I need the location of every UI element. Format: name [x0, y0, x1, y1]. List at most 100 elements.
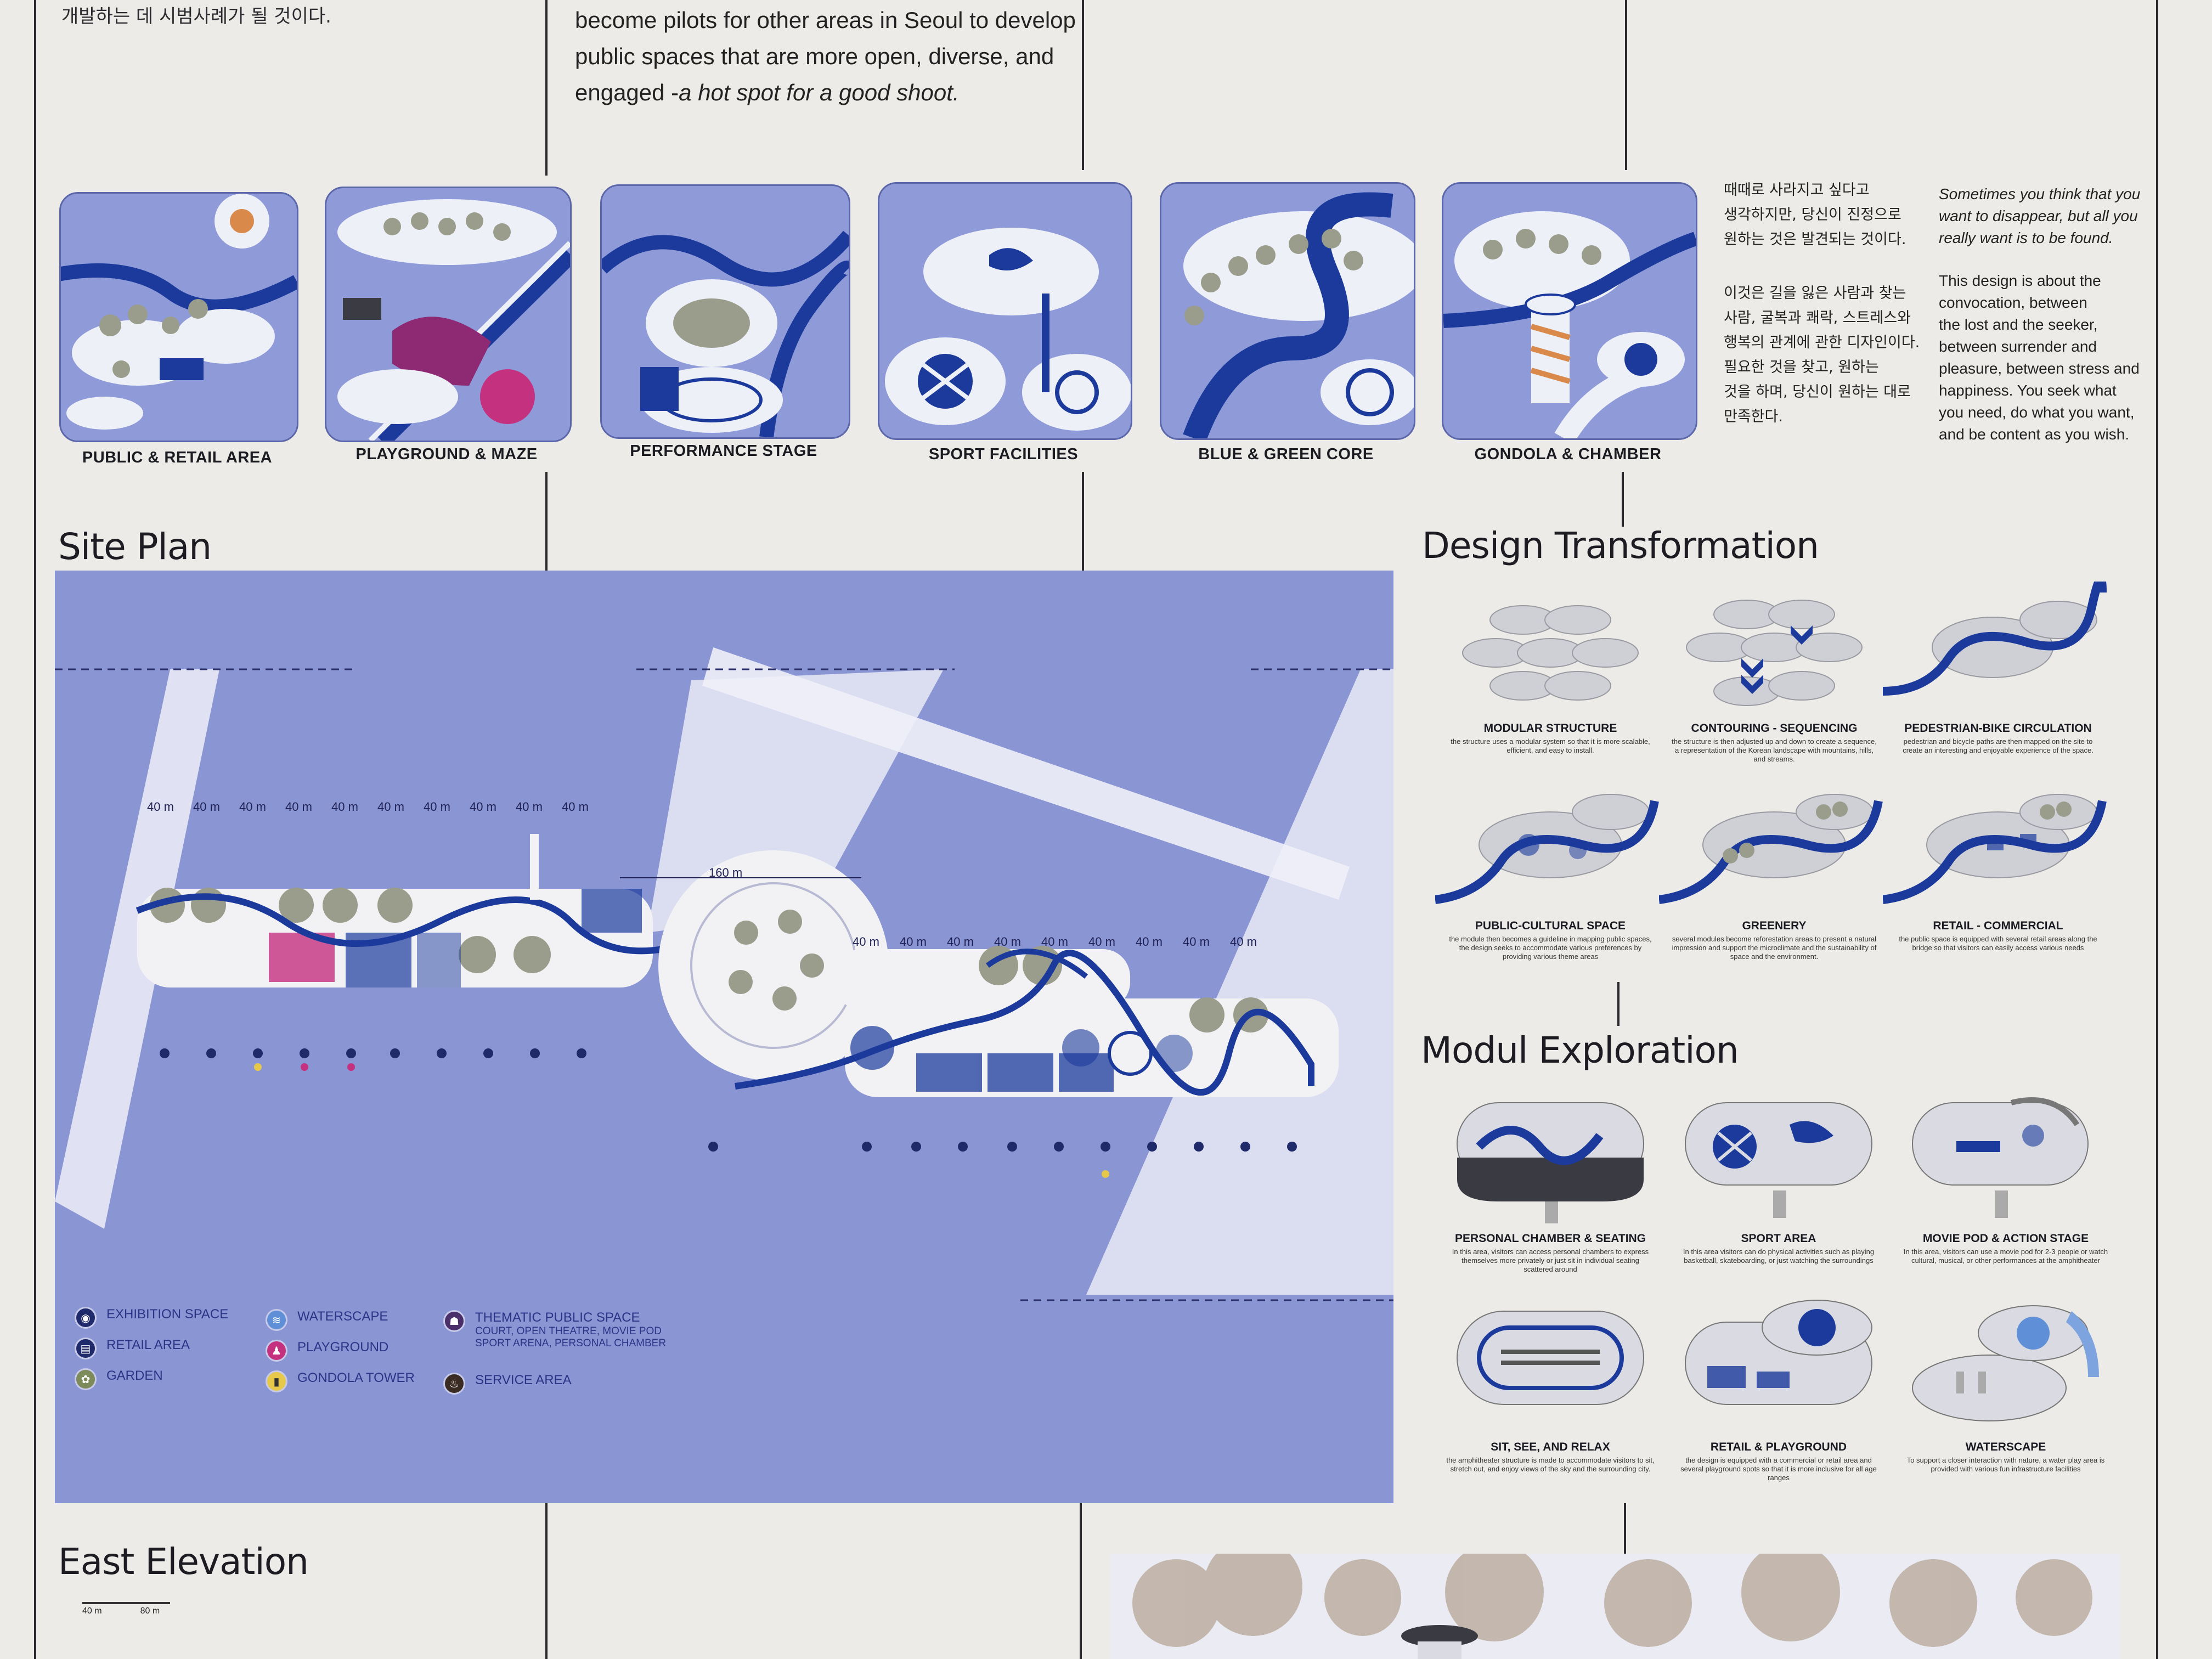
waterscape-module — [1912, 1305, 2099, 1421]
divider-v2-bottom — [1080, 1503, 1082, 1659]
korean-intro-line: 개발하는 데 시범사례가 될 것이다. — [61, 5, 331, 27]
divider-v2-mid — [1082, 472, 1084, 571]
contouring-diagram — [1686, 600, 1863, 706]
dim-bottom-9: 40 m — [1230, 935, 1257, 949]
dt-contouring: CONTOURING - SEQUENCING the structure is… — [1659, 582, 1889, 764]
dt-pedestrian-bike: PEDESTRIAN-BIKE CIRCULATION pedestrian a… — [1883, 582, 2113, 755]
personal-chamber-module — [1457, 1102, 1644, 1223]
divider-v1-bottom — [545, 1503, 548, 1659]
divider-v2-top — [1082, 0, 1084, 170]
dim-top-6: 40 m — [377, 800, 404, 814]
dt-desc-modular: the structure uses a modular system so t… — [1451, 737, 1650, 754]
east-elevation-title: East Elevation — [58, 1541, 309, 1583]
english-intro: become pilots for other areas in Seoul t… — [575, 2, 1076, 111]
me-waterscape: WATERSCAPE To support a closer interacti… — [1891, 1289, 2121, 1474]
thumbnail-performance-stage — [600, 184, 850, 439]
dt-title-pedestrian: PEDESTRIAN-BIKE CIRCULATION — [1904, 722, 2092, 735]
english-intro-line2: public spaces that are more open, divers… — [575, 43, 1054, 69]
poster-left-border — [34, 0, 36, 1659]
gondola-icon: ▮ — [266, 1370, 287, 1392]
pedestrian-bike-diagram — [1883, 582, 2107, 696]
scale-line — [82, 1602, 170, 1604]
me-movie-pod: MOVIE POD & ACTION STAGE In this area, v… — [1891, 1081, 2121, 1265]
sport-facilities-illustration — [879, 184, 1131, 438]
me-desc-personal: In this area, visitors can access person… — [1452, 1248, 1649, 1273]
exhibition-icon: ◉ — [75, 1307, 97, 1329]
water-icon: ≋ — [266, 1309, 287, 1331]
legend-retail: ▤ RETAIL AREA — [75, 1338, 190, 1359]
thumbnail-caption-sport-facilities: SPORT FACILITIES — [928, 445, 1079, 463]
english-paragraph-1: Sometimes you think that you want to dis… — [1939, 185, 2141, 246]
dt-desc-contouring: the structure is then adjusted up and do… — [1672, 737, 1877, 763]
dim-center: 160 m — [709, 866, 743, 879]
me-desc-movie: In this area, visitors can use a movie p… — [1903, 1248, 2108, 1265]
me-title-waterscape: WATERSCAPE — [1965, 1441, 2046, 1453]
me-title-retail-playground: RETAIL & PLAYGROUND — [1710, 1441, 1847, 1453]
retail-commercial-diagram — [1883, 794, 2107, 904]
divider-v3-mid2 — [1617, 982, 1620, 1026]
dt-title-modular: MODULAR STRUCTURE — [1483, 722, 1617, 735]
dt-modular-structure: MODULAR STRUCTURE the structure uses a m… — [1435, 582, 1666, 755]
thumbnail-caption-public-retail: PUBLIC & RETAIL AREA — [82, 449, 273, 466]
dt-desc-retail: the public space is equipped with severa… — [1899, 935, 2097, 952]
thumbnail-gondola-chamber — [1442, 182, 1697, 440]
divider-v3-top — [1625, 0, 1627, 170]
legend-waterscape: ≋ WATERSCAPE — [266, 1309, 388, 1331]
dt-title-contouring: CONTOURING - SEQUENCING — [1691, 722, 1858, 735]
korean-paragraph-2: 이것은 길을 잃은 사람과 찾는 사람, 굴복과 쾌락, 스트레스와 행복의 관… — [1724, 285, 1920, 425]
thumbnail-caption-gondola-chamber: GONDOLA & CHAMBER — [1474, 445, 1662, 463]
legend-playground: ♟ PLAYGROUND — [266, 1340, 388, 1362]
dim-top-5: 40 m — [331, 800, 358, 814]
thematic-icon: ☗ — [443, 1310, 465, 1332]
dt-public-cultural: PUBLIC-CULTURAL SPACE the module then be… — [1435, 779, 1666, 961]
dim-top-8: 40 m — [470, 800, 496, 814]
gondola-chamber-illustration — [1443, 184, 1696, 438]
performance-stage-illustration — [602, 186, 849, 437]
dim-top-7: 40 m — [424, 800, 450, 814]
dim-bottom-1: 40 m — [853, 935, 879, 949]
me-retail-playground: RETAIL & PLAYGROUND the design is equipp… — [1663, 1289, 1894, 1482]
site-plan-drawing: 40 m 40 m 40 m 40 m 40 m 40 m 40 m 40 m … — [55, 571, 1393, 1503]
sit-see-relax-module — [1457, 1311, 1644, 1405]
me-title-movie: MOVIE POD & ACTION STAGE — [1922, 1232, 2089, 1245]
legend-service: ♨ SERVICE AREA — [443, 1373, 572, 1395]
design-transformation-title: Design Transformation — [1422, 524, 1819, 567]
thumbnail-blue-green-core — [1160, 182, 1415, 440]
thumbnail-caption-performance-stage: PERFORMANCE STAGE — [630, 442, 817, 460]
korean-paragraph-1: 때때로 사라지고 싶다고 생각하지만, 당신이 진정으로 원하는 것은 발견되는… — [1724, 182, 1906, 248]
dim-top-1: 40 m — [147, 800, 174, 814]
greenery-diagram — [1659, 794, 1883, 904]
garden-icon: ✿ — [75, 1368, 97, 1390]
thumbnail-sport-facilities — [878, 182, 1132, 440]
east-elevation-svg — [1110, 1554, 2120, 1659]
dt-retail-commercial: RETAIL - COMMERCIAL the public space is … — [1883, 779, 2113, 952]
dim-bottom-8: 40 m — [1183, 935, 1210, 949]
east-elevation-drawing — [1110, 1554, 2120, 1659]
thumbnail-playground-maze — [325, 187, 572, 442]
dt-title-greenery: GREENERY — [1742, 919, 1807, 932]
scale-label-left: 40 m — [82, 1606, 102, 1616]
service-icon: ♨ — [443, 1373, 465, 1395]
modular-structure-diagram — [1462, 605, 1639, 701]
site-plan-title: Site Plan — [58, 526, 212, 568]
divider-v3-mid — [1622, 472, 1624, 527]
thumbnail-public-retail — [59, 192, 298, 442]
legend-exhibition: ◉ EXHIBITION SPACE — [75, 1307, 228, 1329]
me-desc-sport: In this area visitors can do physical ac… — [1683, 1248, 1875, 1265]
modul-exploration-title: Modul Exploration — [1421, 1029, 1739, 1071]
sport-area-module — [1685, 1102, 1872, 1218]
playground-icon: ♟ — [266, 1340, 287, 1362]
dt-title-retail: RETAIL - COMMERCIAL — [1933, 919, 2063, 932]
retail-playground-module — [1685, 1300, 1872, 1405]
me-desc-retail-playground: the design is equipped with a commercial… — [1680, 1456, 1877, 1482]
dim-top-10: 40 m — [562, 800, 589, 814]
me-title-sit: SIT, SEE, AND RELAX — [1491, 1441, 1610, 1453]
me-sport-area: SPORT AREA In this area visitors can do … — [1663, 1081, 1894, 1265]
dt-greenery: GREENERY several modules become reforest… — [1659, 779, 1889, 961]
dim-bottom-5: 40 m — [1041, 935, 1068, 949]
dim-top-4: 40 m — [285, 800, 312, 814]
playground-maze-illustration — [326, 188, 570, 441]
english-paragraph-2: This design is about the convocation, be… — [1939, 272, 2140, 443]
site-plan-svg — [55, 571, 1393, 1503]
divider-v1-mid — [545, 472, 548, 571]
